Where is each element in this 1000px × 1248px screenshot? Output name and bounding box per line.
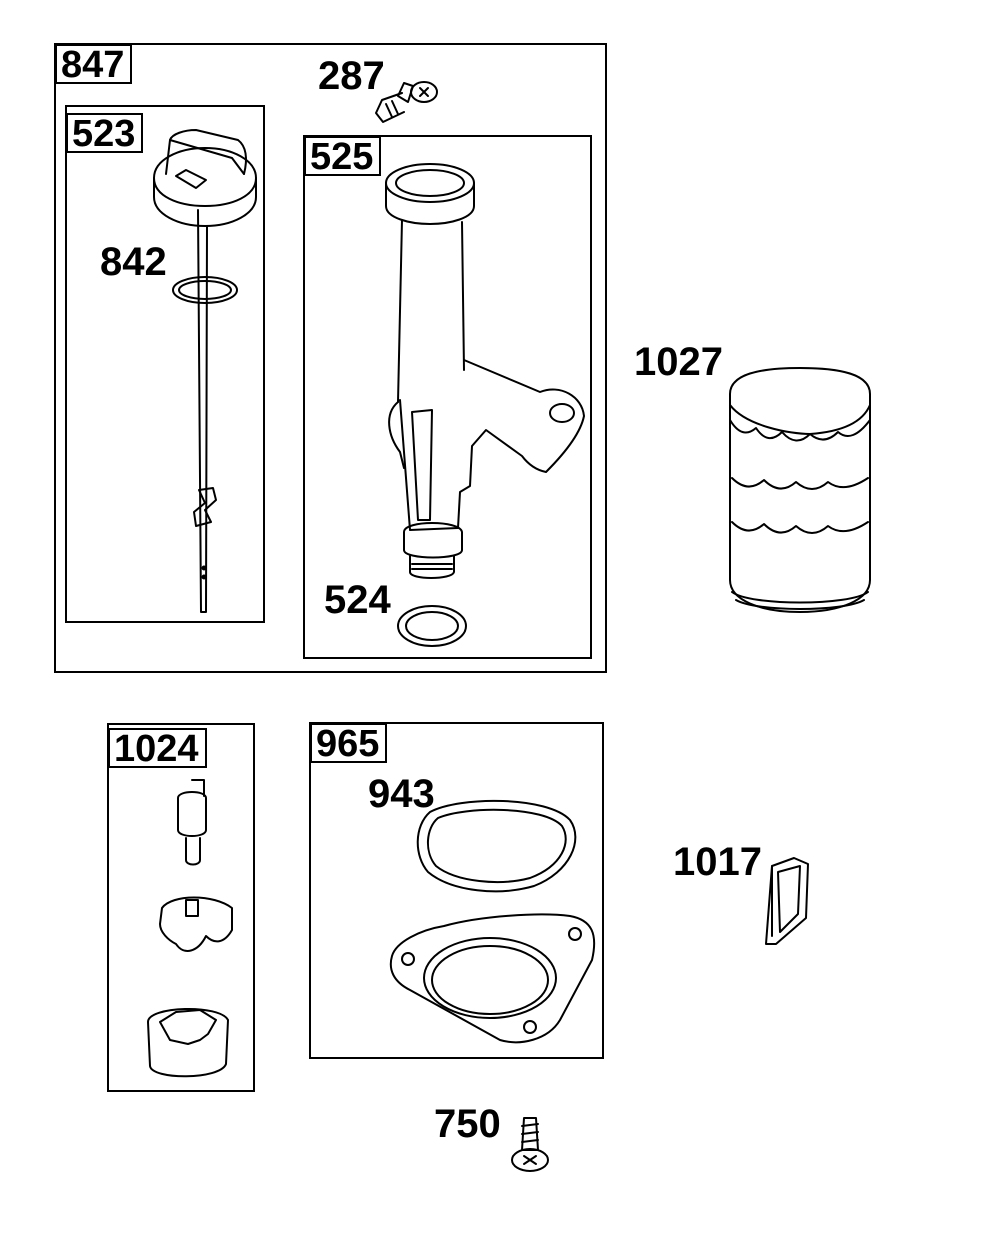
kit-label-965: 965 — [310, 723, 388, 763]
clip-1017-drawing — [765, 857, 809, 945]
o-ring-842-drawing — [172, 276, 238, 304]
kit-965-frame — [309, 722, 604, 1059]
dipstick-tube-525-drawing — [385, 163, 585, 579]
kit-847-frame — [54, 43, 607, 673]
part-label-287: 287 — [318, 54, 385, 98]
bolt-287-drawing — [375, 81, 438, 123]
kit-label-523: 523 — [66, 113, 144, 153]
part-label-750: 750 — [434, 1102, 501, 1146]
gasket-943-drawing — [416, 799, 577, 893]
kit-label-525: 525 — [304, 136, 382, 176]
kit-523-frame — [65, 105, 265, 623]
kit-label-847: 847 — [55, 44, 133, 84]
adapter-plate-965-drawing — [389, 913, 596, 1044]
kit-525-frame — [303, 135, 592, 659]
kit-1024-frame — [107, 723, 255, 1092]
part-label-1027: 1027 — [634, 340, 723, 384]
coupler-kit-1024-drawing — [147, 779, 233, 1078]
part-label-842: 842 — [100, 240, 167, 284]
part-label-1017: 1017 — [673, 840, 762, 884]
part-label-524: 524 — [324, 578, 391, 622]
oil-filter-1027-drawing — [729, 367, 871, 613]
kit-label-1024: 1024 — [108, 728, 207, 768]
dipstick-cap-523-drawing — [153, 129, 257, 613]
part-label-943: 943 — [368, 772, 435, 816]
washer-524-drawing — [397, 605, 467, 647]
screw-750-drawing — [511, 1117, 549, 1172]
dipstick-blade-drawing — [193, 487, 217, 580]
